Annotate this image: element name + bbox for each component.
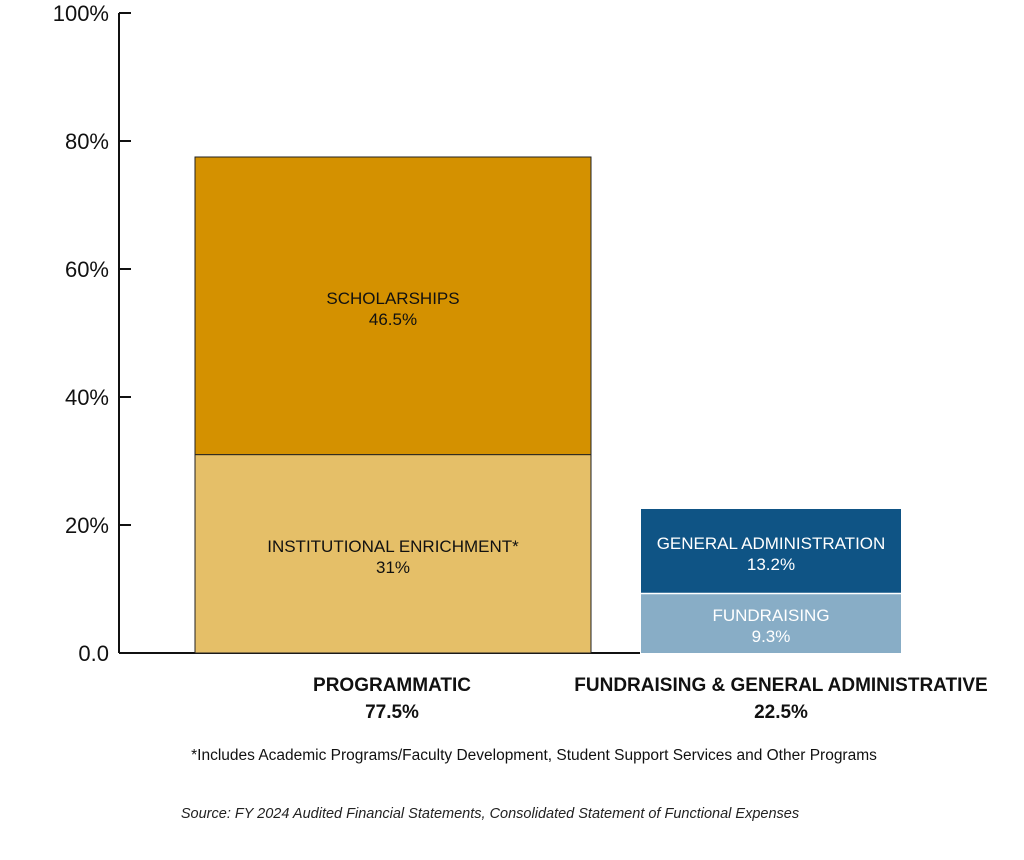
category-name-label: PROGRAMMATIC [313, 675, 471, 696]
y-axis: 0.0 20% 40% 60% 80% 100% [53, 1, 640, 666]
segment-value-label: 13.2% [747, 555, 795, 574]
segment-name-label: INSTITUTIONAL ENRICHMENT* [267, 537, 519, 556]
y-tick-label: 40% [65, 385, 109, 410]
category-labels: PROGRAMMATIC 77.5% FUNDRAISING & GENERAL A… [313, 675, 988, 723]
segment-name-label: FUNDRAISING [712, 606, 829, 625]
y-tick-label: 100% [53, 1, 109, 26]
source-note: Source: FY 2024 Audited Financial Statem… [180, 806, 800, 822]
segment-name-label: SCHOLARSHIPS [326, 289, 459, 308]
bar-segment [194, 156, 592, 456]
stacked-bar-chart: 0.0 20% 40% 60% 80% 100% INSTITUTIONAL ENRICH… [53, 1, 988, 723]
bars: INSTITUTIONAL ENRICHMENT* 31% SCHOLARSHIPS… [194, 156, 901, 654]
category-name-label: FUNDRAISING & GENERAL ADMINISTRATIVE [574, 675, 987, 696]
segment-name-label: GENERAL ADMINISTRATION [657, 534, 886, 553]
segment-value-label: 9.3% [752, 627, 791, 646]
bar-segment [194, 454, 592, 654]
footnote: *Includes Academic Programs/Faculty Deve… [191, 747, 877, 764]
y-tick-label: 80% [65, 129, 109, 154]
segment-value-label: 31% [376, 558, 410, 577]
y-tick-label: 60% [65, 257, 109, 282]
y-tick-label: 20% [65, 513, 109, 538]
category-total-label: 77.5% [365, 702, 419, 723]
segment-value-label: 46.5% [369, 310, 417, 329]
bar-segment [641, 593, 901, 653]
bar-segment [641, 509, 901, 594]
category-total-label: 22.5% [754, 702, 808, 723]
y-tick-label: 0.0 [78, 641, 109, 666]
